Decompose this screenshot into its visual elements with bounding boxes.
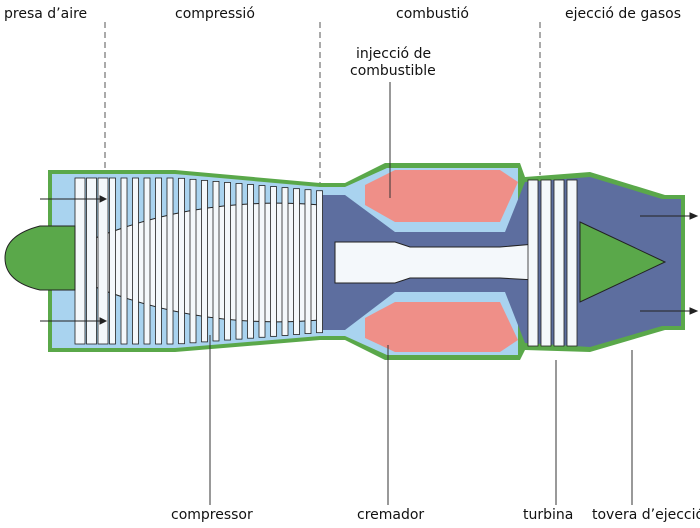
callout-burner: cremador <box>357 507 425 523</box>
leader-lines <box>209 82 633 505</box>
stage-label-combustion: combustió <box>396 6 469 22</box>
compressor-blade <box>270 186 277 337</box>
turbine-blade <box>553 179 565 347</box>
turbine-blade <box>566 179 578 347</box>
compressor-blade <box>316 190 323 334</box>
turbine-blades <box>527 179 578 347</box>
callout-compressor: compressor <box>171 507 253 523</box>
nose-cone <box>4 225 76 291</box>
main-shaft <box>334 241 536 284</box>
compressor-blade <box>178 177 185 345</box>
compressor-blade <box>143 177 151 345</box>
compressor-blade <box>201 179 208 343</box>
stage-label-intake: presa d’aire <box>4 6 88 22</box>
compressor-blade <box>166 177 174 345</box>
exhaust-cone <box>579 221 667 303</box>
callout-fuel-injection-2: combustible <box>350 63 436 79</box>
callout-nozzle: tovera d’ejecció <box>592 507 700 523</box>
compressor-blades <box>74 177 323 345</box>
compressor-blade <box>293 188 300 335</box>
stage-label-exhaust: ejecció de gasos <box>565 6 681 22</box>
callout-turbine: turbina <box>523 507 574 523</box>
compressor-blade <box>74 177 86 345</box>
compressor-blade <box>120 177 128 345</box>
combustion-chamber-top <box>365 170 518 222</box>
compressor-blade <box>224 182 231 341</box>
compressor-blade <box>189 178 197 344</box>
compressor-blade <box>97 177 109 345</box>
turbine-blade <box>540 179 552 347</box>
compressor-blade <box>235 183 243 340</box>
compressor-blade <box>281 187 289 336</box>
compressor-blade <box>132 177 139 345</box>
turbine-blade <box>527 179 539 347</box>
compressor-blade <box>155 177 162 345</box>
compressor-blade <box>212 181 220 342</box>
stage-label-compression: compressió <box>175 6 255 22</box>
compressor-blade <box>86 177 97 345</box>
compressor-blade <box>109 177 116 345</box>
compressor-blade <box>304 189 312 334</box>
airflow-arrows <box>40 195 699 325</box>
callout-fuel-injection-1: injecció de <box>356 46 432 62</box>
compressor-blade <box>258 185 266 338</box>
stage-dividers <box>104 22 541 183</box>
combustion-chamber-bottom <box>365 302 518 352</box>
compressor-blade <box>247 184 254 339</box>
